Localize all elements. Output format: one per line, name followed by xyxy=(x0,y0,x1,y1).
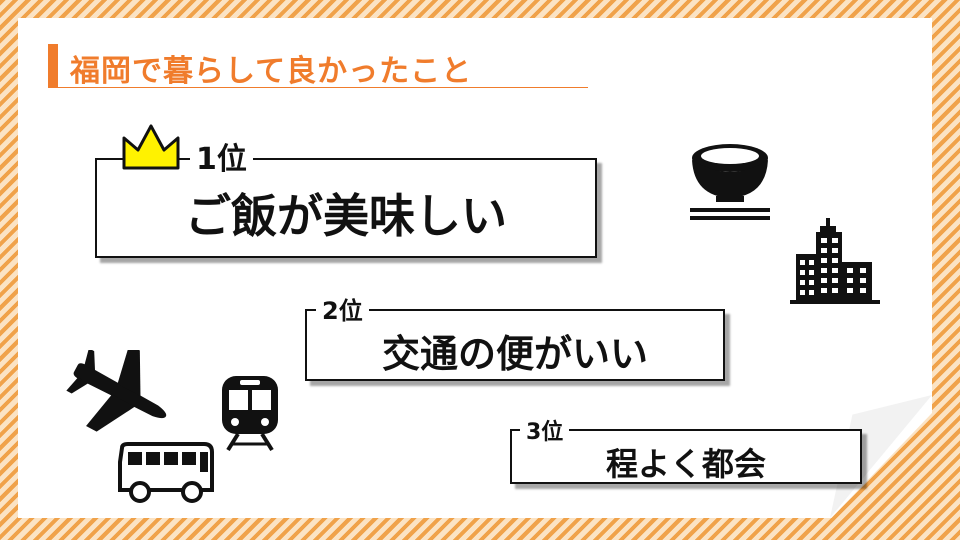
buildings-icon xyxy=(790,218,880,304)
train-icon xyxy=(222,376,278,452)
rank-1-label: 1位 xyxy=(190,134,253,178)
crown-icon xyxy=(122,124,180,170)
rank-1-card: ご飯が美味しい xyxy=(95,158,597,258)
rank-3-text: 程よく都会 xyxy=(605,445,766,483)
bus-icon xyxy=(118,442,214,503)
rank-2-card: 交通の便がいい xyxy=(305,309,725,381)
rank-3-label: 3位 xyxy=(520,414,570,446)
airplane-icon xyxy=(66,350,167,432)
rank-1-text: ご飯が美味しい xyxy=(185,189,507,243)
rice-bowl-icon xyxy=(690,144,770,220)
slide-title-text: 福岡で暮らして良かったこと xyxy=(70,54,473,89)
rank-2-label: 2位 xyxy=(316,291,369,326)
rank-2-text: 交通の便がいい xyxy=(381,332,648,376)
slide-title: 福岡で暮らして良かったこと xyxy=(48,44,588,89)
